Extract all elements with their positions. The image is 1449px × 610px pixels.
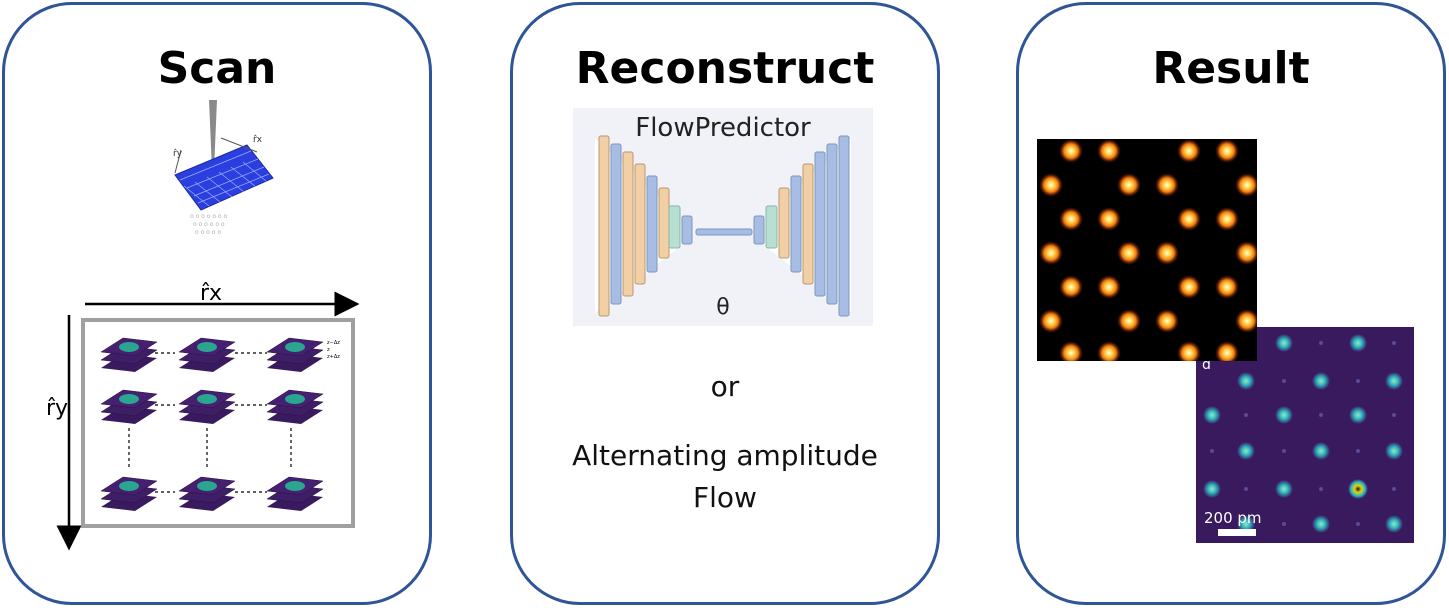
flowpredictor-label: FlowPredictor — [635, 113, 811, 143]
stack-label-bot: z+Δz — [327, 354, 340, 360]
reconstruct-panel: Reconstruct FlowPredictor θ or Alternati… — [510, 2, 940, 605]
axis-y-label: r̂y — [46, 396, 68, 421]
latent-theta-label: θ — [716, 295, 729, 320]
result-amplitude-image: d 200 pm — [1196, 327, 1414, 543]
scale-bar — [1218, 529, 1256, 536]
result-panel: Result — [1016, 2, 1446, 605]
axis-x-label: r̂x — [200, 281, 222, 306]
flowpredictor-diagram: FlowPredictor θ — [573, 108, 873, 326]
stack-label-top: z−Δz — [327, 340, 340, 346]
svg-text:o o o o o o: o o o o o o — [193, 221, 225, 228]
svg-text:o o o o o: o o o o o — [195, 229, 221, 236]
or-text: or — [710, 370, 740, 403]
result-title: Result — [1152, 43, 1310, 94]
scan-panel: Scan r̂x r̂y o o o o o o o o o o o o o o… — [2, 2, 432, 605]
scale-bar-label: 200 pm — [1204, 509, 1262, 527]
stack-label-mid: z — [327, 347, 330, 353]
alternating-amplitude-text: Alternating amplitude — [572, 439, 878, 472]
result-phase-image — [1037, 139, 1257, 361]
probe-axis-x-label: r̂x — [253, 134, 263, 145]
probe-illustration: r̂x r̂y o o o o o o o o o o o o o o o o … — [173, 100, 274, 236]
scan-grid: r̂x r̂y z−Δz z z+Δz — [46, 281, 360, 551]
svg-text:o o o o o o o: o o o o o o o — [190, 213, 227, 220]
scan-title: Scan — [157, 43, 277, 94]
flow-text: Flow — [693, 481, 757, 514]
inset-letter: d — [1202, 357, 1211, 373]
probe-axis-y-label: r̂y — [173, 148, 183, 159]
reconstruct-title: Reconstruct — [575, 43, 875, 94]
